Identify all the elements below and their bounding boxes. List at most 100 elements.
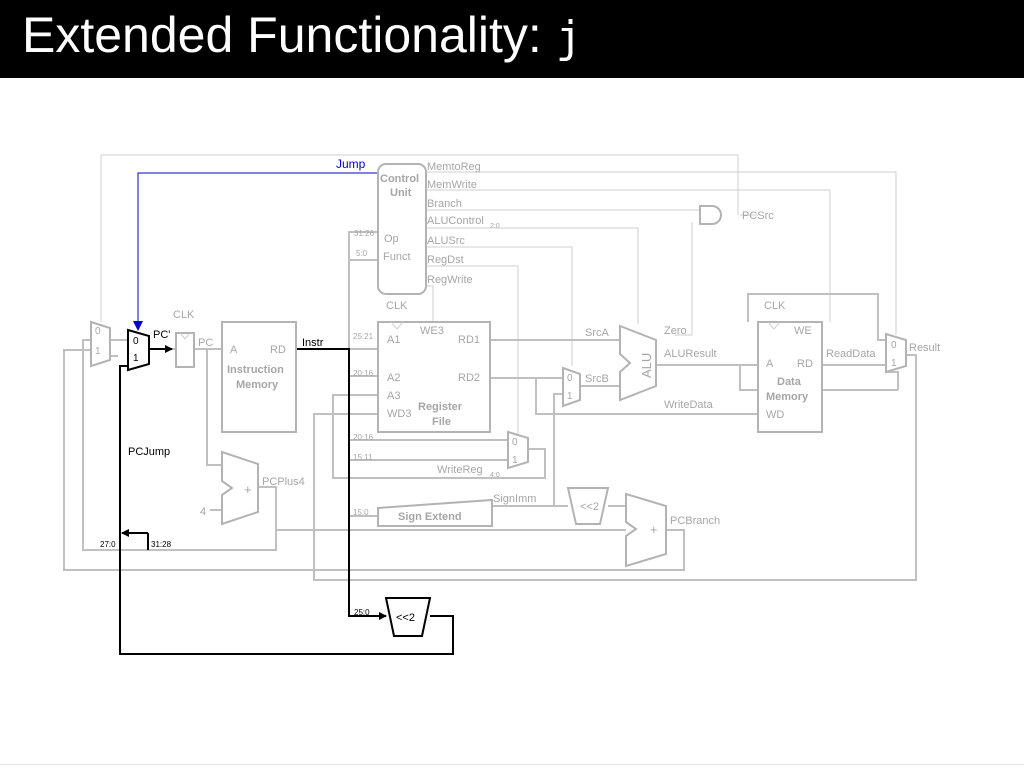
a2-bits: 20:16 bbox=[353, 369, 374, 378]
srcb-mux-1: 1 bbox=[567, 391, 573, 402]
register-file: CLK WE3 A1 A2 A3 WD3 RD1 RD2 Register Fi… bbox=[377, 300, 491, 433]
pcbranch-label: PCBranch bbox=[670, 515, 720, 527]
pc-register: CLK PC bbox=[173, 309, 213, 368]
title-code: j bbox=[555, 12, 583, 63]
branch-shift-left: <<2 bbox=[566, 487, 610, 525]
srcb-mux: 0 1 bbox=[562, 366, 581, 408]
dmem-clk: CLK bbox=[764, 300, 786, 312]
srca-label: SrcA bbox=[585, 327, 610, 339]
pcsrc-label: PCSrc bbox=[742, 210, 774, 222]
jump-mux-1-label: 1 bbox=[133, 353, 139, 364]
regfile-rd1: RD1 bbox=[458, 334, 480, 346]
control-unit-label-1: Control bbox=[380, 173, 419, 185]
regfile-a3: A3 bbox=[387, 390, 400, 402]
writereg-bits: 4:0 bbox=[490, 472, 500, 479]
pcbranch-plus: + bbox=[650, 522, 658, 537]
signal-branch: Branch bbox=[427, 198, 462, 210]
result-label: Result bbox=[909, 342, 940, 354]
result-mux: 0 1 bbox=[885, 332, 907, 374]
mux-1-label: 1 bbox=[95, 346, 101, 357]
signal-regdst: RegDst bbox=[427, 254, 464, 266]
dmem-label-1: Data bbox=[777, 376, 802, 388]
result-mux-1: 1 bbox=[891, 358, 897, 369]
writereg-label: WriteReg bbox=[437, 464, 483, 476]
jump-shift-label: <<2 bbox=[396, 612, 415, 624]
four-label: 4 bbox=[200, 506, 206, 518]
signal-alusrc: ALUSrc bbox=[427, 235, 465, 247]
funct-label: Funct bbox=[383, 251, 411, 263]
regfile-a2: A2 bbox=[387, 372, 400, 384]
jump-label: Jump bbox=[336, 157, 366, 171]
jump-signal-wire bbox=[133, 172, 378, 331]
regfile-wd3: WD3 bbox=[387, 408, 411, 420]
op-label: Op bbox=[384, 233, 399, 245]
sign-extend: Sign Extend bbox=[377, 498, 493, 527]
result-mux-0: 0 bbox=[891, 340, 897, 351]
rd-bits: 15:11 bbox=[353, 453, 373, 462]
rt-bits: 20:16 bbox=[353, 433, 374, 442]
alu-label: ALU bbox=[639, 353, 654, 378]
funct-bits: 5:0 bbox=[356, 249, 368, 258]
dmem-we: WE bbox=[794, 325, 812, 337]
alucontrol-bits: 2:0 bbox=[490, 223, 500, 230]
pcsrc-and-gate: PCSrc bbox=[699, 205, 774, 225]
branch-shift-label: <<2 bbox=[580, 501, 599, 513]
bits-31-28: 31:28 bbox=[151, 540, 172, 549]
dmem-rd: RD bbox=[797, 358, 813, 370]
pcbranch-mux: 0 1 bbox=[90, 320, 111, 368]
bits-25-0: 25:0 bbox=[354, 608, 370, 617]
sign-extend-label: Sign Extend bbox=[398, 511, 462, 523]
srcb-mux-0: 0 bbox=[567, 373, 573, 384]
signal-regwrite: RegWrite bbox=[427, 274, 473, 286]
jump-shift-left: <<2 bbox=[384, 597, 432, 637]
imem-label-2: Memory bbox=[236, 379, 279, 391]
title-bar bbox=[0, 0, 1024, 78]
zero-label: Zero bbox=[664, 325, 687, 337]
dmem-label-2: Memory bbox=[766, 391, 809, 403]
writedata-label: WriteData bbox=[664, 399, 714, 411]
op-bits: 31:26 bbox=[354, 229, 375, 238]
jump-mux-0-label: 0 bbox=[133, 336, 139, 347]
control-unit: Control Unit Op Funct 31:26 5:0 MemtoReg… bbox=[354, 161, 500, 295]
pcplus4-plus: + bbox=[244, 482, 252, 497]
data-memory: CLK WE A RD Data Memory WD bbox=[757, 300, 823, 433]
writereg-mux-0: 0 bbox=[512, 437, 518, 448]
writereg-mux: 0 1 bbox=[507, 430, 529, 470]
signal-alucontrol: ALUControl bbox=[427, 215, 484, 227]
pcbranch-adder: + PCBranch bbox=[625, 492, 720, 568]
alu: ALU bbox=[619, 324, 657, 402]
regfile-clk: CLK bbox=[386, 300, 408, 312]
imem-rd: RD bbox=[270, 344, 286, 356]
signal-memtoreg: MemtoReg bbox=[427, 161, 481, 173]
regfile-a1: A1 bbox=[387, 334, 400, 346]
pcjump-label: PCJump bbox=[128, 446, 170, 458]
imm-bits: 15:0 bbox=[353, 508, 369, 517]
dmem-wd: WD bbox=[766, 409, 784, 421]
jump-path-wires bbox=[119, 345, 454, 655]
pcplus4-adder: + 4 PCPlus4 bbox=[200, 450, 305, 526]
jump-mux: 0 1 bbox=[127, 328, 150, 372]
imem-a: A bbox=[230, 344, 238, 356]
pc-prime-label: PC' bbox=[153, 329, 170, 341]
regfile-label-1: Register bbox=[418, 401, 463, 413]
control-unit-label-2: Unit bbox=[390, 187, 412, 199]
regfile-we3: WE3 bbox=[420, 325, 444, 337]
aluresult-label: ALUResult bbox=[664, 348, 717, 360]
regfile-rd2: RD2 bbox=[458, 372, 480, 384]
control-wires bbox=[100, 154, 897, 434]
regfile-label-2: File bbox=[432, 416, 451, 428]
datapath-wires bbox=[63, 231, 917, 581]
title-prefix: Extended Functionality: bbox=[22, 7, 556, 63]
readdata-label: ReadData bbox=[826, 348, 876, 360]
instruction-memory: A RD Instruction Memory bbox=[221, 321, 297, 433]
imem-label-1: Instruction bbox=[227, 364, 284, 376]
a1-bits: 25:21 bbox=[353, 332, 374, 341]
writereg-mux-1: 1 bbox=[512, 455, 518, 466]
bits-27-0: 27:0 bbox=[100, 540, 116, 549]
pc-clk-label: CLK bbox=[173, 309, 195, 321]
pc-label: PC bbox=[198, 337, 213, 349]
dmem-a: A bbox=[766, 358, 774, 370]
pcplus4-label: PCPlus4 bbox=[262, 476, 305, 488]
footer-divider bbox=[0, 764, 1024, 765]
